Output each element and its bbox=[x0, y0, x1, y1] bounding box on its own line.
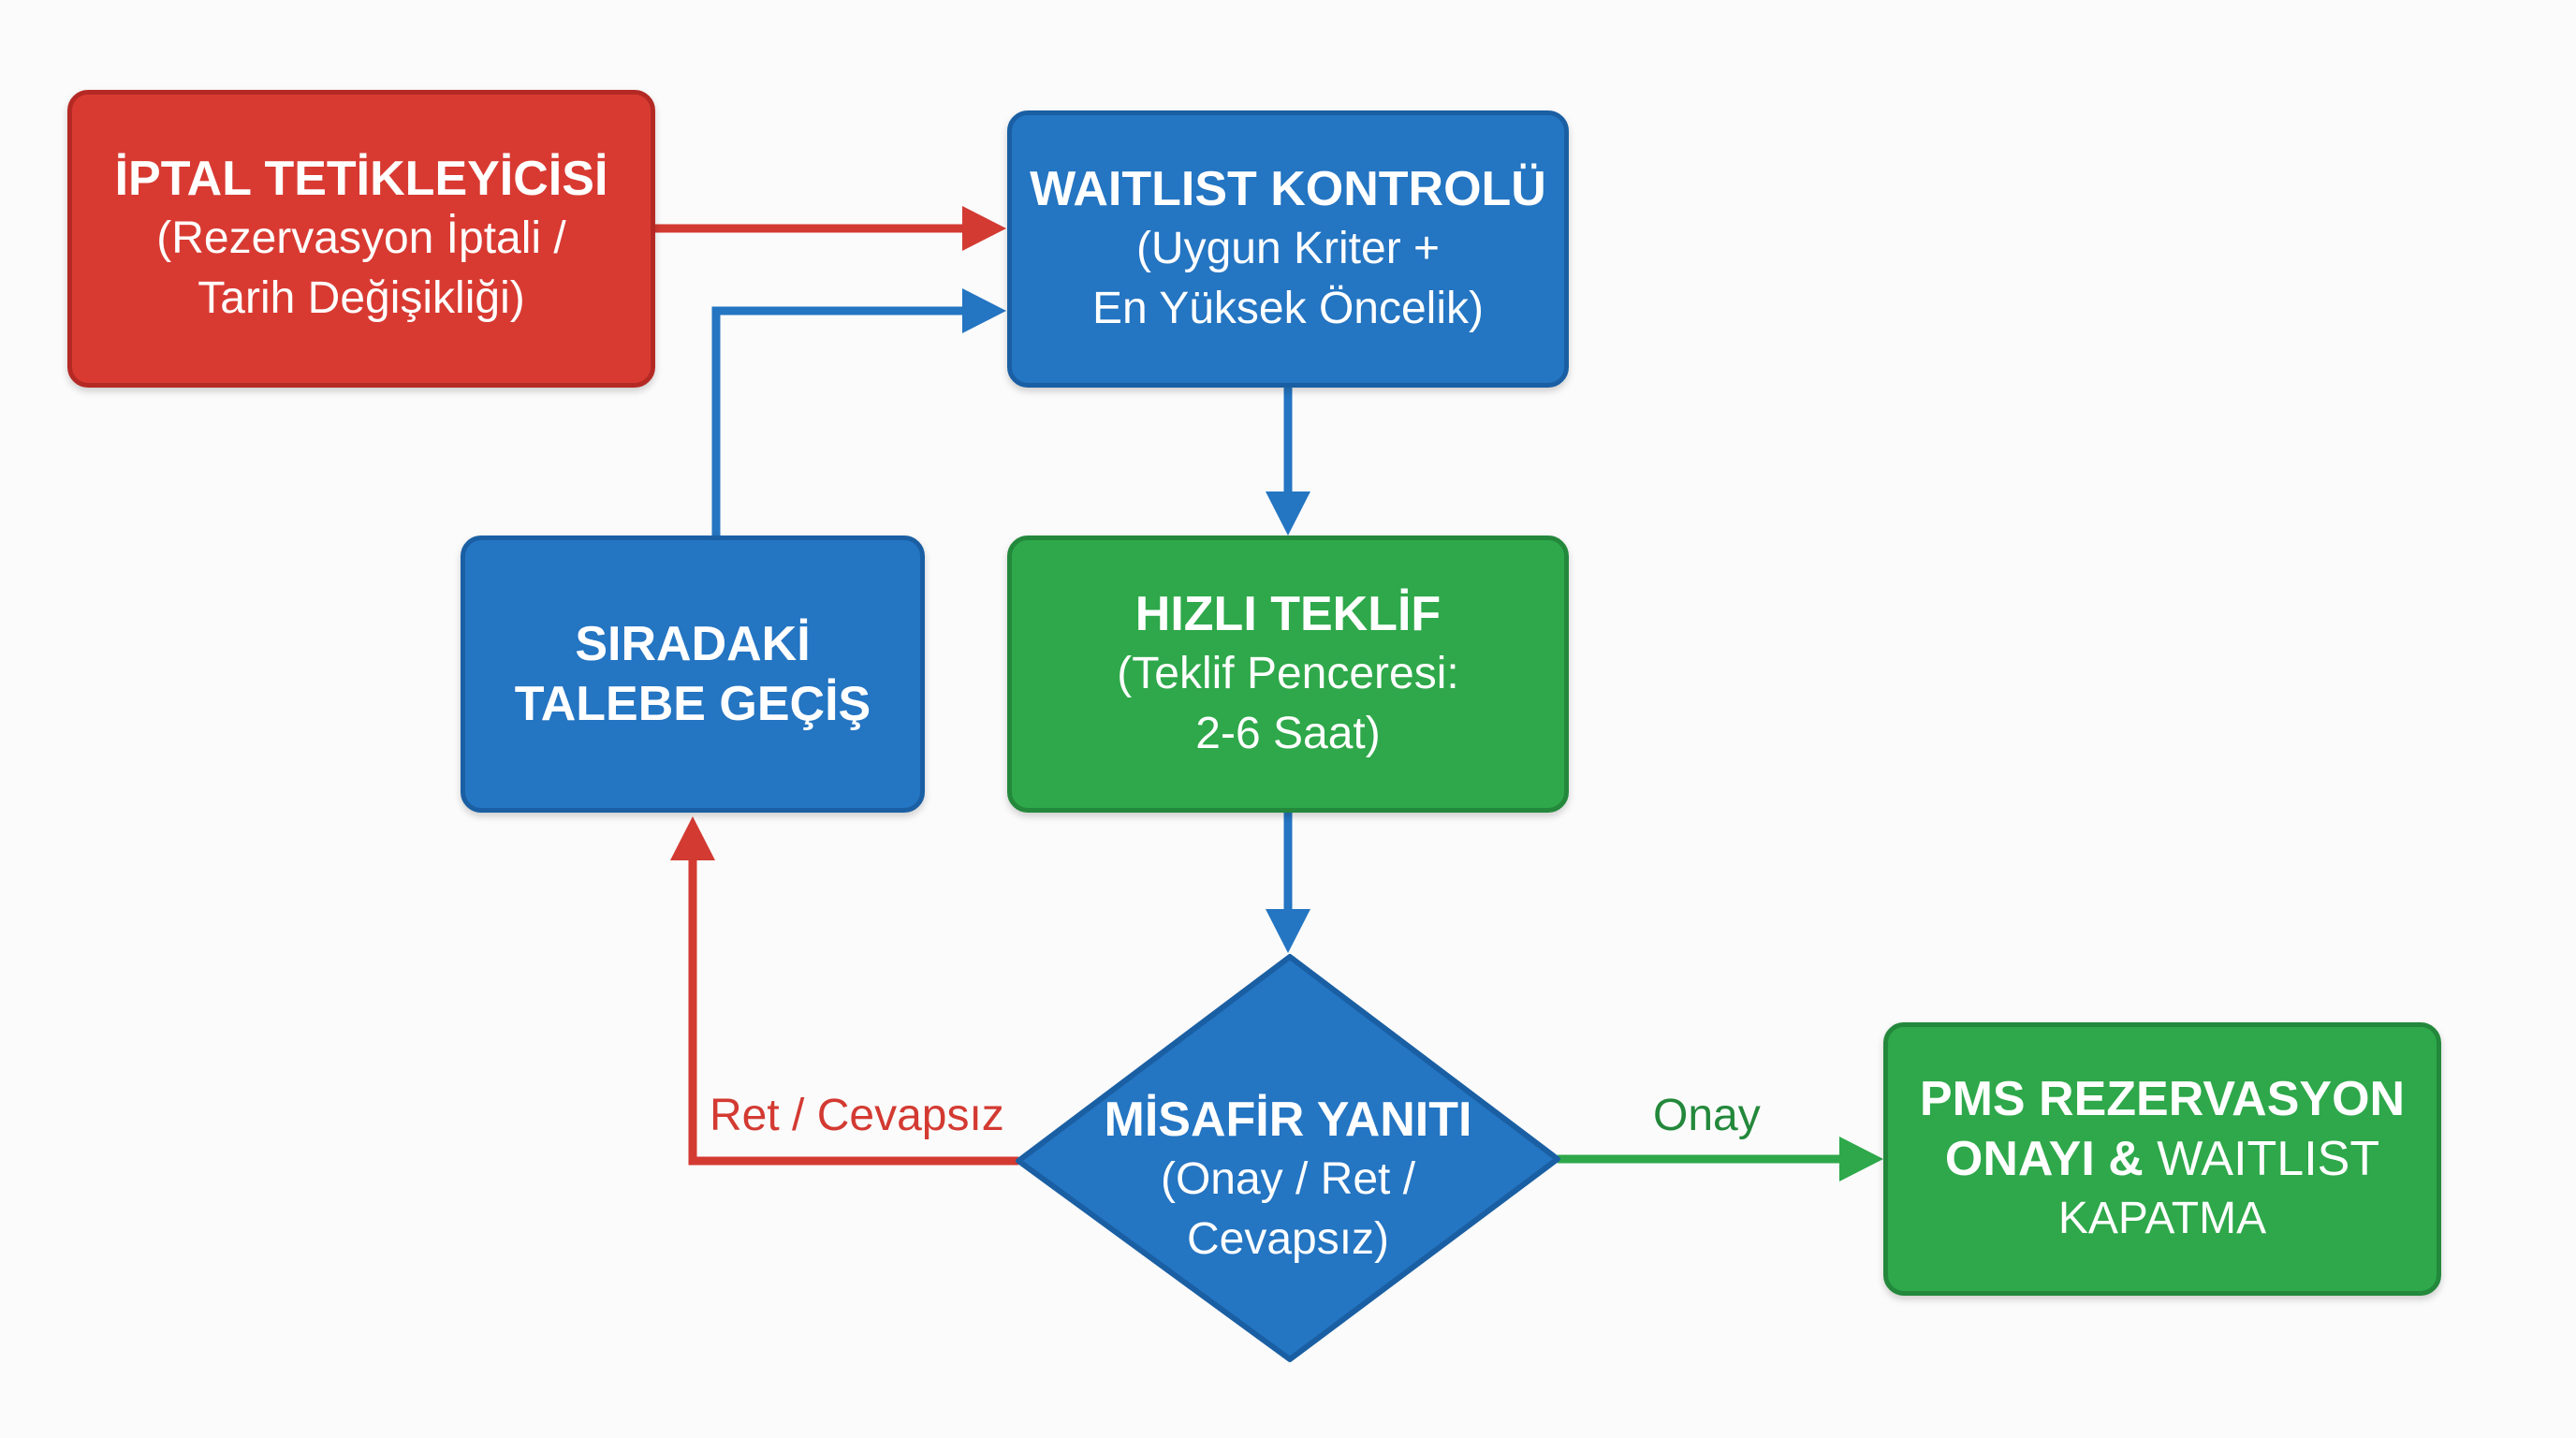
edge-misafir-to-pms bbox=[1558, 1137, 1883, 1181]
waitlist-node-line2: (Uygun Kriter + bbox=[1135, 224, 1441, 273]
edge-label-approve: Onay bbox=[1653, 1091, 1761, 1140]
waitlist-node-title: WAITLIST KONTROLÜ bbox=[1030, 162, 1546, 216]
teklif-node-line3: 2-6 Saat) bbox=[1195, 709, 1381, 758]
edge-misafir-to-siradaki bbox=[670, 816, 1018, 1166]
iptal-tetikleyicisi-node: İPTAL TETİKLEYİCİSİ (Rezervasyon İptali … bbox=[67, 90, 655, 388]
iptal-node-line3: Tarih Değişikliği) bbox=[198, 273, 525, 323]
iptal-node-line2: (Rezervasyon İptali / bbox=[156, 213, 566, 263]
pms-node-line2: ONAYI & WAITLIST bbox=[1945, 1129, 2379, 1189]
siradaki-node-line2: TALEBE GEÇİŞ bbox=[514, 677, 871, 731]
siradaki-node-line1: SIRADAKİ bbox=[575, 617, 811, 671]
iptal-node-title: İPTAL TETİKLEYİCİSİ bbox=[114, 152, 608, 206]
waitlist-node-line3: En Yüksek Öncelik) bbox=[1092, 284, 1484, 333]
hizli-teklif-node: HIZLI TEKLİF (Teklif Penceresi: 2-6 Saat… bbox=[1007, 536, 1569, 813]
misafir-yaniti-node: MİSAFİR YANITI (Onay / Ret / Cevapsız) bbox=[1018, 1067, 1558, 1292]
pms-node-line2-rest: WAITLIST bbox=[2143, 1132, 2380, 1186]
teklif-node-line2: (Teklif Penceresi: bbox=[1117, 649, 1459, 698]
waitlist-kontrolu-node: WAITLIST KONTROLÜ (Uygun Kriter + En Yük… bbox=[1007, 110, 1569, 388]
misafir-node-title: MİSAFİR YANITI bbox=[1104, 1093, 1472, 1147]
misafir-yaniti-diamond bbox=[1016, 954, 1560, 1362]
pms-rezervasyon-onayi-node: PMS REZERVASYON ONAYI & WAITLIST KAPATMA bbox=[1883, 1022, 2441, 1296]
pms-node-line1: PMS REZERVASYON bbox=[1919, 1072, 2406, 1126]
edge-siradaki-to-waitlist bbox=[711, 288, 1006, 536]
pms-node-line3: KAPATMA bbox=[2057, 1194, 2267, 1243]
edge-label-reject: Ret / Cevapsız bbox=[710, 1091, 1004, 1140]
misafir-node-line2: (Onay / Ret / bbox=[1160, 1154, 1416, 1204]
edge-waitlist-to-teklif bbox=[1266, 387, 1310, 536]
teklif-node-title: HIZLI TEKLİF bbox=[1134, 587, 1442, 641]
siradaki-talebe-gecis-node: SIRADAKİ TALEBE GEÇİŞ bbox=[461, 536, 925, 813]
edge-teklif-to-misafir bbox=[1266, 813, 1310, 953]
misafir-node-line3: Cevapsız) bbox=[1186, 1214, 1390, 1264]
edge-iptal-to-waitlist bbox=[653, 206, 1006, 251]
pms-node-line2-bold: ONAYI & bbox=[1944, 1132, 2144, 1186]
